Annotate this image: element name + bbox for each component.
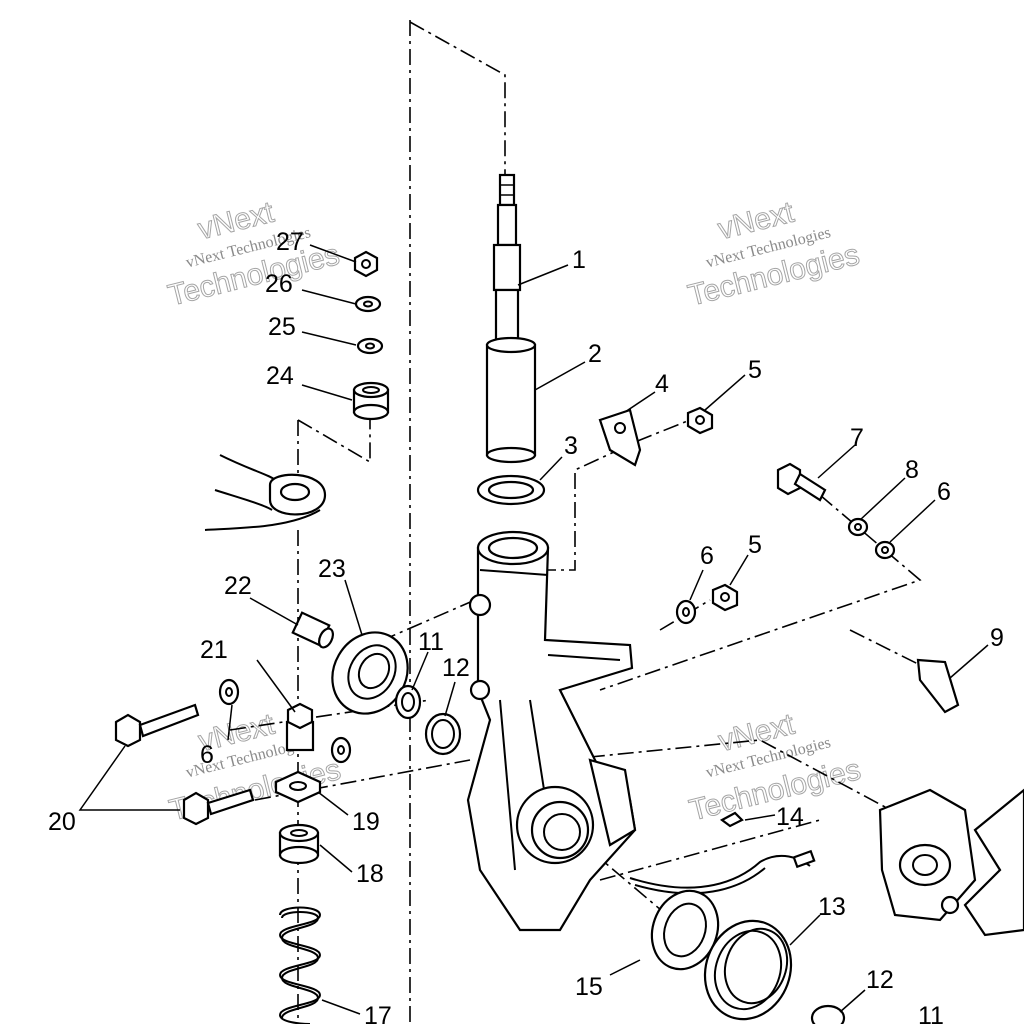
callout-11-left: 11 [418,628,444,656]
sensor-clip [719,811,744,828]
callout-labels: 1 2 3 4 5 7 8 6 6 5 9 14 13 15 12 11 27 … [48,228,1004,1024]
callout-20: 20 [48,808,76,836]
wedge-block [916,658,960,714]
callout-21: 21 [200,636,228,664]
callout-12-lower: 12 [866,966,894,994]
seal-23 [331,631,409,715]
callout-12-left: 12 [442,654,470,682]
callout-19: 19 [352,808,380,836]
callout-18: 18 [356,860,384,888]
callout-2: 2 [588,340,602,368]
spring-17 [278,906,322,1024]
bearing-cup-12-lower [810,1004,846,1024]
callout-22: 22 [224,572,252,600]
thrust-washer [476,474,546,506]
seal-ring-15 [650,889,720,971]
watermark-bottom-right: vNext vNext Technologies Technologies [686,707,865,828]
callout-7: 7 [850,424,864,452]
bushing-18 [278,823,320,865]
hex-nut-upper [686,406,714,435]
callout-8: 8 [905,456,919,484]
caliper-assembly [878,788,1024,937]
spindle-housing [466,530,637,932]
callout-13: 13 [818,893,846,921]
fitting-21 [285,702,315,752]
callout-14: 14 [776,803,804,831]
watermark-top-right: vNext vNext Technologies Technologies [684,195,863,313]
bracket-clip [598,408,642,467]
bolt-20-upper [114,703,200,748]
washer-6-middle [675,599,697,625]
callout-15: 15 [575,973,603,1001]
washer-26 [354,295,382,313]
callout-17: 17 [364,1002,392,1024]
callout-6-right: 6 [937,478,951,506]
bushing-tube [485,336,537,464]
washer-6-right [874,540,896,560]
nut-19 [274,770,322,804]
callout-3: 3 [564,432,578,460]
a-arm-fragment [204,454,327,531]
washer-6-left-lower [330,736,352,764]
callout-25: 25 [268,313,296,341]
washer-6-left [218,678,240,706]
bushing-24 [352,381,390,421]
callout-5-upper: 5 [748,356,762,384]
leader-lines [78,244,989,1015]
bolt-20-lower [182,788,255,826]
bearing-race-13 [703,919,793,1021]
callout-9: 9 [990,624,1004,652]
grease-fitting-22 [291,611,334,649]
callout-23: 23 [318,555,346,583]
bearing-11-left [394,684,422,720]
callout-6-middle: 6 [700,542,714,570]
hex-nut-middle [711,583,739,612]
kingpin-shaft [492,173,522,347]
callout-6-left: 6 [200,741,214,769]
callout-27: 27 [276,228,304,256]
callout-24: 24 [266,362,294,390]
nut-27 [353,250,379,278]
bolt-right [776,462,827,502]
washer-8 [847,517,869,537]
callout-4: 4 [655,370,669,398]
washer-25 [356,337,384,355]
callout-26: 26 [265,270,293,298]
callout-5-middle: 5 [748,531,762,559]
callout-11-lower: 11 [918,1002,944,1024]
bearing-cup-12-left [424,712,462,756]
sensor-wire [629,849,816,895]
callout-1: 1 [572,246,586,274]
